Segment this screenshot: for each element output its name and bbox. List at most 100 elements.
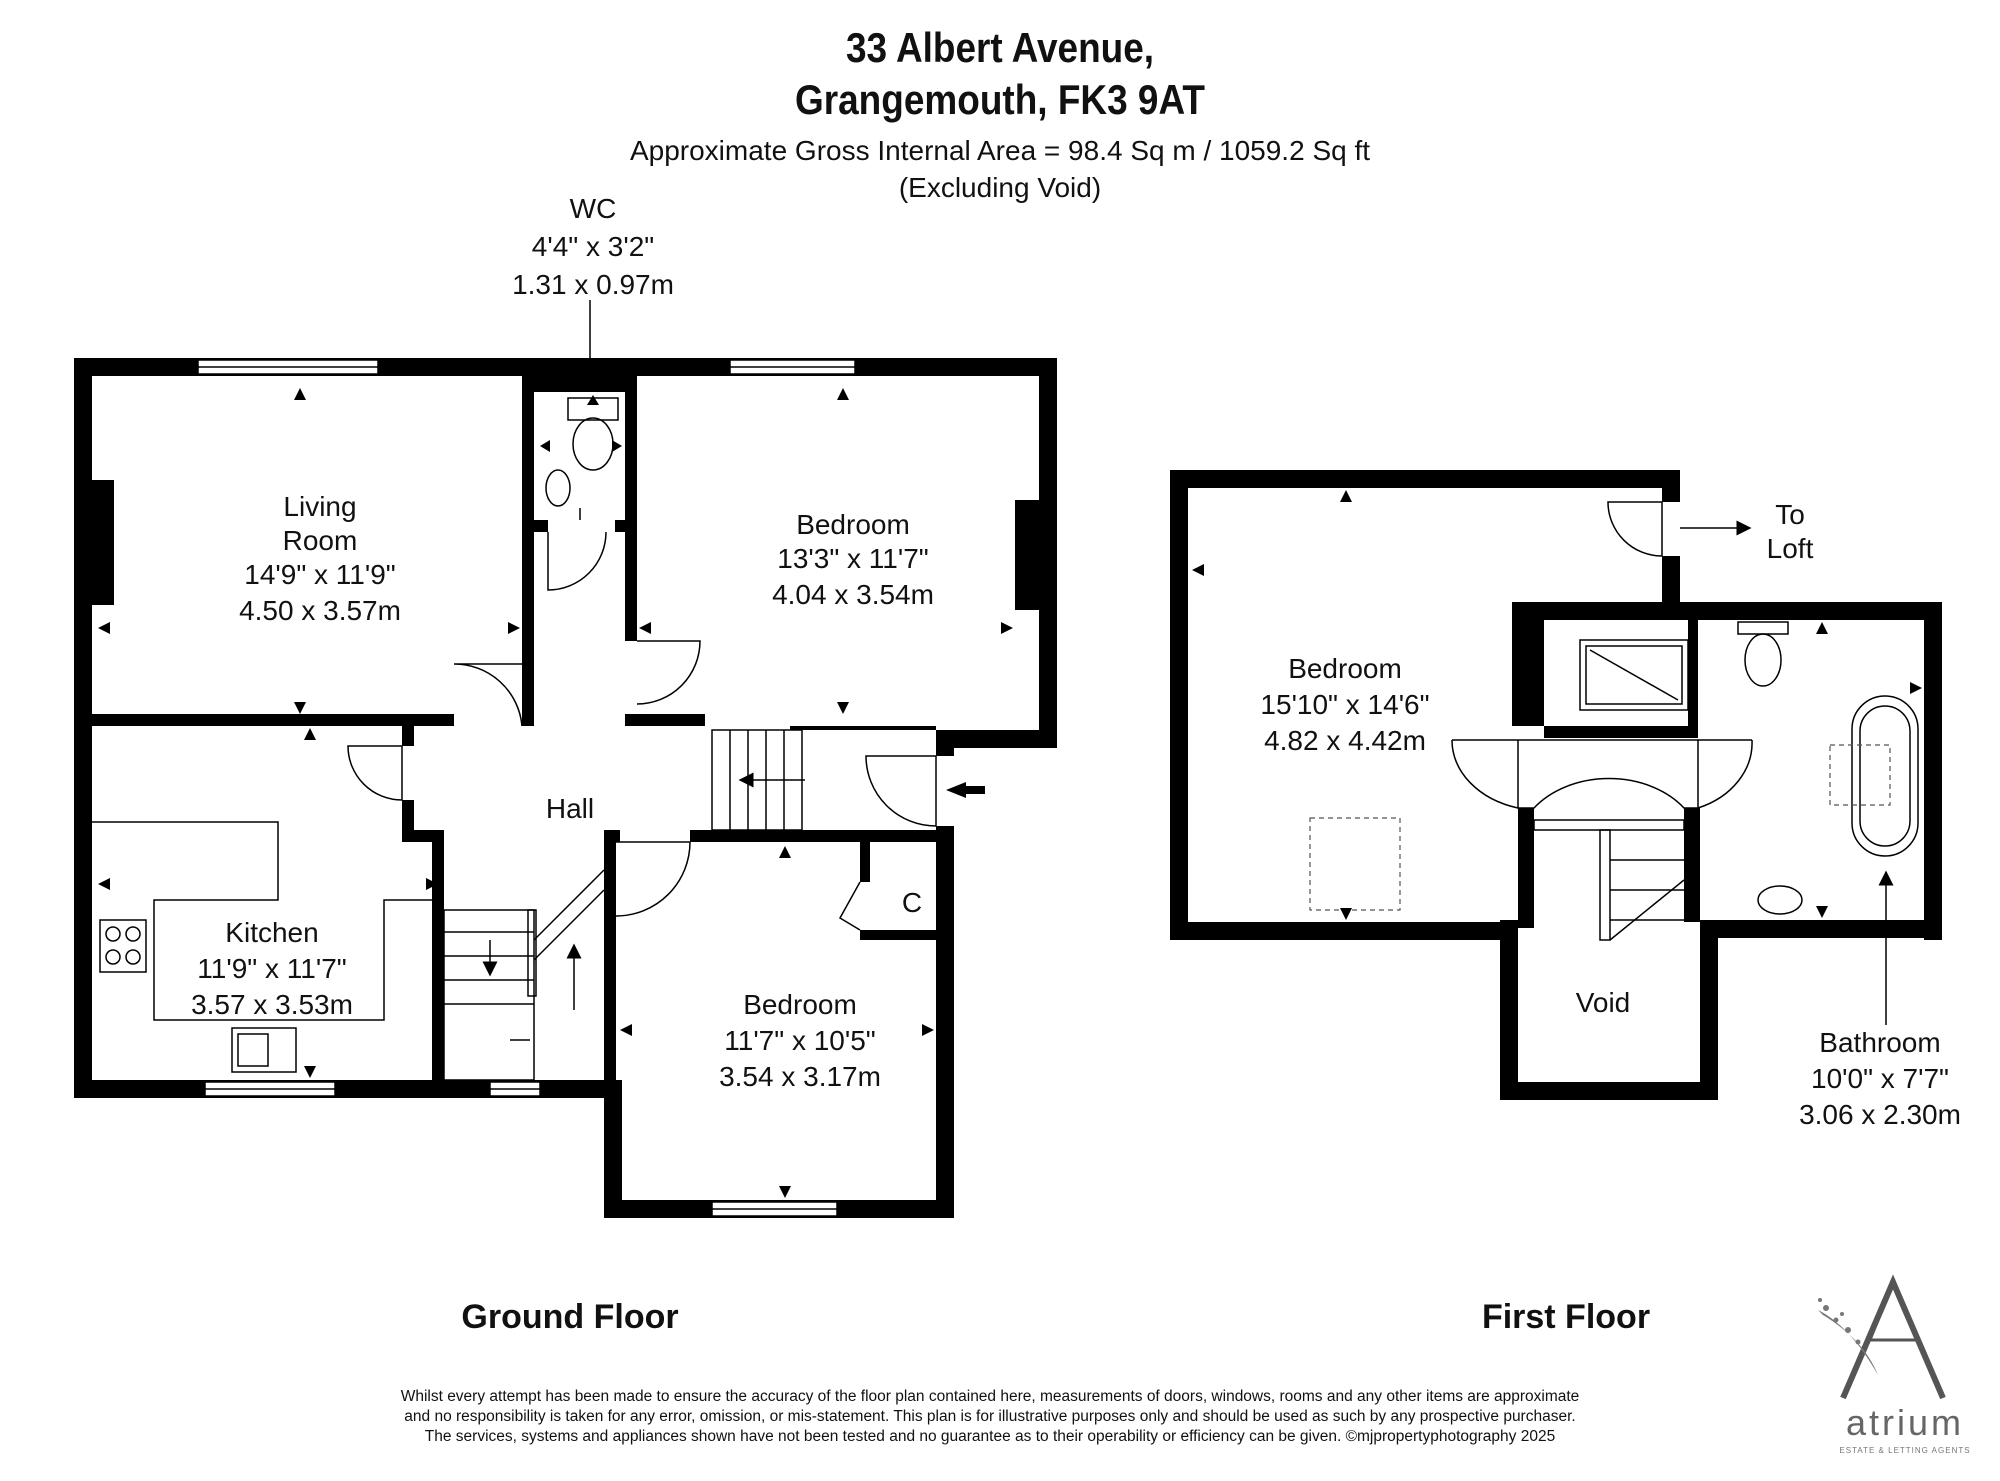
kitchen-fittings: [92, 821, 440, 1073]
void-label: Void: [1576, 987, 1631, 1018]
disclaimer: Whilst every attempt has been made to en…: [340, 1387, 1640, 1447]
ff-bedroom-label: Bedroom: [1288, 653, 1402, 684]
wall: [625, 714, 705, 726]
wall: [1512, 602, 1942, 620]
wall: [1500, 1082, 1718, 1100]
wall: [1662, 556, 1680, 604]
wall: [1518, 808, 1534, 928]
address-line-1: 33 Albert Avenue,: [845, 24, 1155, 71]
disclaimer-line: The services, systems and appliances sho…: [424, 1428, 1556, 1445]
door-swing: [1451, 739, 1519, 809]
wc-metric: 1.31 x 0.97m: [512, 269, 674, 300]
loft-door: [1607, 501, 1663, 557]
door-swing: [347, 745, 403, 801]
bathroom-label: Bathroom: [1819, 1027, 1940, 1058]
wall: [860, 842, 870, 882]
measure-arrows: [1192, 490, 1922, 920]
kitchen-metric: 3.57 x 3.53m: [191, 989, 353, 1020]
cupboard-label: C: [902, 887, 922, 918]
door-swing: [547, 531, 607, 591]
wall: [936, 730, 1057, 748]
wall: [604, 830, 620, 842]
wall: [534, 376, 625, 392]
wall: [1170, 470, 1188, 940]
disclaimer-line: Whilst every attempt has been made to en…: [400, 1388, 1580, 1405]
cupboard-door: [838, 881, 861, 931]
wall: [1700, 920, 1718, 1100]
wall: [936, 730, 954, 756]
shower-tray: [1579, 639, 1689, 711]
hall-label: Hall: [546, 793, 594, 824]
ground-floor-label: Ground Floor: [461, 1298, 678, 1336]
wall: [1662, 470, 1680, 502]
wall: [690, 830, 936, 842]
bathroom-imperial: 10'0" x 7'7": [1811, 1063, 1949, 1094]
stairs: [1533, 819, 1685, 941]
wall: [522, 376, 534, 726]
wall: [790, 726, 936, 730]
wall: [604, 830, 616, 1080]
kitchen-imperial: 11'9" x 11'7": [197, 953, 346, 984]
chimney-breast: [92, 480, 114, 605]
wall: [534, 520, 548, 532]
wall: [1684, 808, 1700, 922]
logo-tagline: ESTATE & LETTING AGENTS: [1839, 1446, 1971, 1455]
area-note: (Excluding Void): [898, 172, 1102, 203]
landing: [1452, 739, 1699, 809]
wall: [1500, 920, 1518, 1100]
bathroom-fixtures: [1737, 621, 1919, 915]
chimney-breast: [1015, 500, 1039, 610]
door-swing: [615, 841, 691, 917]
wall: [1700, 920, 1942, 938]
wall: [1544, 726, 1688, 738]
sink-icon: [231, 1027, 297, 1073]
stairs: [443, 729, 805, 1081]
living-room-imperial: 14'9" x 11'9": [244, 559, 395, 590]
wc-imperial: 4'4" x 3'2": [532, 231, 654, 262]
wall: [432, 830, 444, 1080]
wall: [1924, 602, 1942, 940]
wall: [1170, 470, 1675, 488]
first-floor-plan: Bedroom 15'10" x 14'6" 4.82 x 4.42m To L…: [1170, 470, 1961, 1336]
wall: [615, 520, 637, 532]
wc-fixtures: [545, 397, 619, 520]
ground-floor-plan: WC 4'4" x 3'2" 1.31 x 0.97m Living Room …: [74, 193, 1057, 1336]
loft-label: To: [1775, 499, 1805, 530]
wc-label: WC: [570, 193, 617, 224]
wall: [1512, 602, 1544, 726]
living-room-metric: 4.50 x 3.57m: [239, 595, 401, 626]
ff-bedroom-metric: 4.82 x 4.42m: [1264, 725, 1426, 756]
living-room-label: Room: [283, 525, 358, 556]
bedroom-front-label: Bedroom: [796, 509, 910, 540]
bedroom-front-metric: 4.04 x 3.54m: [772, 579, 934, 610]
wall: [625, 376, 637, 641]
wall: [1688, 620, 1698, 738]
logo-wordmark: atrium: [1845, 1402, 1965, 1443]
atrium-logo-icon: [1818, 1274, 1946, 1400]
wall: [402, 726, 414, 746]
bathroom-metric: 3.06 x 2.30m: [1799, 1099, 1961, 1130]
door-swing: [636, 640, 701, 705]
hob-icon: [99, 919, 147, 973]
living-room-label: Living: [283, 491, 356, 522]
first-floor-label: First Floor: [1482, 1298, 1650, 1336]
wall: [604, 1080, 622, 1218]
bedroom-front-imperial: 13'3" x 11'7": [777, 543, 928, 574]
wall: [1039, 358, 1057, 730]
address-line-2: Grangemouth, FK3 9AT: [794, 76, 1205, 123]
front-door: [865, 755, 937, 827]
door-swing: [453, 663, 523, 727]
disclaimer-line: and no responsibility is taken for any e…: [404, 1408, 1576, 1425]
bedroom-rear-metric: 3.54 x 3.17m: [719, 1061, 881, 1092]
gross-area: Approximate Gross Internal Area = 98.4 S…: [629, 135, 1371, 166]
kitchen-label: Kitchen: [225, 917, 318, 948]
wall: [1170, 922, 1518, 940]
ff-bedroom-imperial: 15'10" x 14'6": [1260, 689, 1429, 720]
wall: [936, 826, 954, 1218]
door-swing: [1697, 739, 1753, 809]
skylight: [1309, 817, 1401, 911]
measure-arrows: [98, 388, 1013, 1198]
wall: [860, 930, 940, 940]
bedroom-rear-label: Bedroom: [743, 989, 857, 1020]
